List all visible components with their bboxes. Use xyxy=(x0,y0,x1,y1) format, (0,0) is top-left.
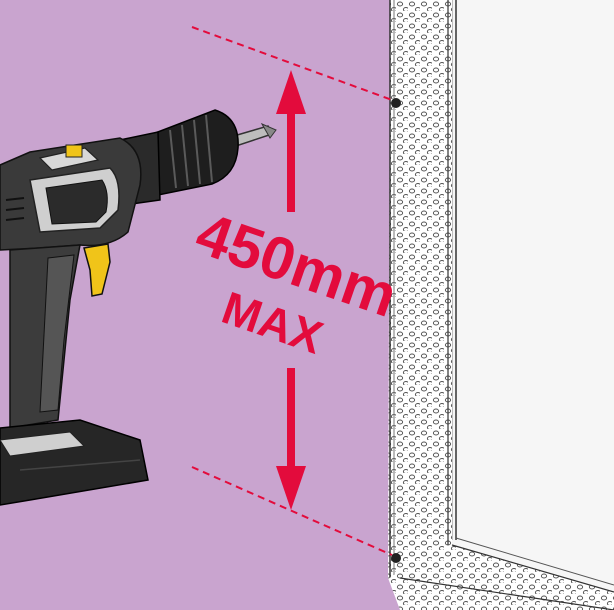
screw-bottom xyxy=(391,553,401,563)
cordless-drill-icon xyxy=(0,109,277,506)
arrow-up-icon xyxy=(276,70,306,212)
perforated-bottom-bead xyxy=(388,537,614,610)
plasterboard-panel xyxy=(440,0,614,610)
arrow-down-icon xyxy=(276,368,306,510)
perforated-corner-bead xyxy=(388,0,452,578)
guide-line-bottom xyxy=(191,466,393,556)
screw-top xyxy=(391,98,401,108)
